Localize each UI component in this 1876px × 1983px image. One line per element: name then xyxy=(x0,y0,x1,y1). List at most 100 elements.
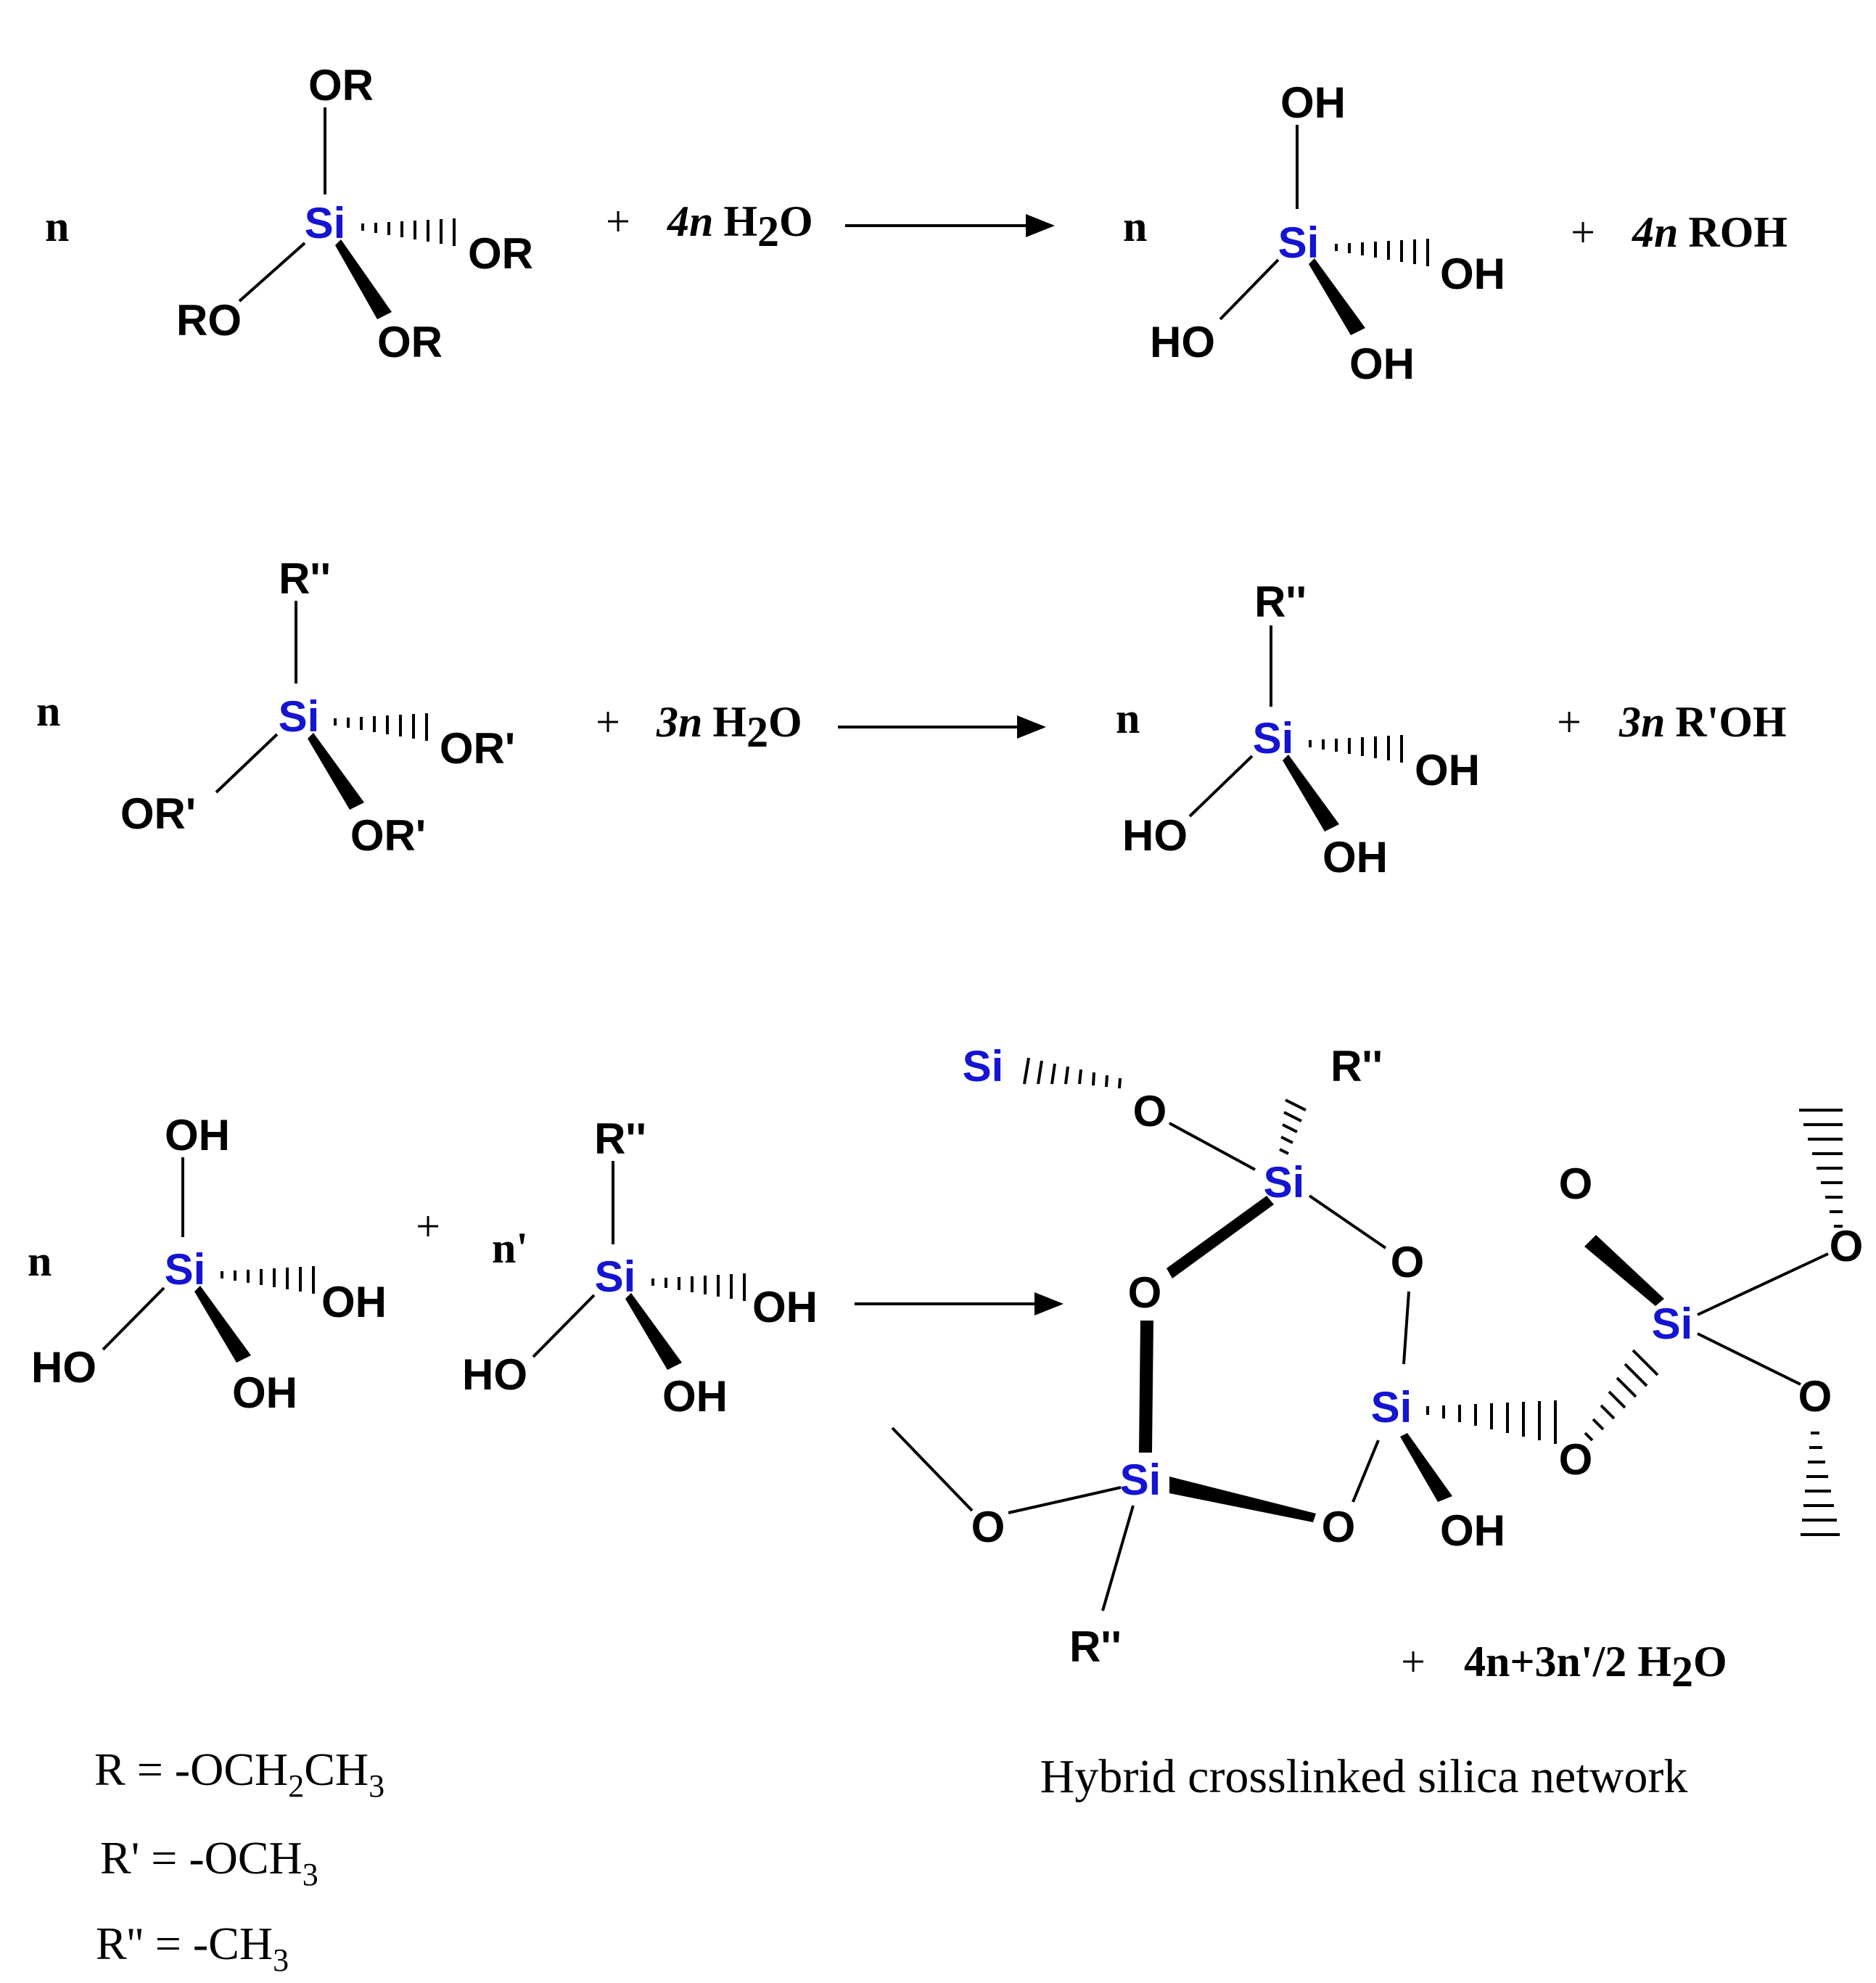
methyl-group: R'' xyxy=(1330,1042,1383,1091)
methylsilanetriol-reactant: Si R'' OH HO OH xyxy=(462,1114,818,1421)
plus-sign: + xyxy=(416,1202,440,1250)
silicon-atom: Si xyxy=(1253,714,1294,763)
oxygen-atom: O xyxy=(1559,1435,1593,1484)
plus-sign: + xyxy=(596,698,620,746)
mtms-molecule: Si R'' OR' OR' OR' xyxy=(120,554,515,860)
bond xyxy=(1352,1440,1380,1503)
hashed-bond xyxy=(1799,1109,1843,1228)
reactant-coefficient: n xyxy=(36,687,60,735)
bond xyxy=(1697,1332,1801,1386)
silicon-atom: Si xyxy=(595,1252,636,1301)
oxygen-atom: O xyxy=(1322,1503,1356,1551)
hashed-bond xyxy=(334,713,428,741)
hashed-bond xyxy=(361,218,456,246)
hydroxyl-group: HO xyxy=(1150,318,1215,366)
bond xyxy=(1402,1291,1410,1365)
product-coefficient: n xyxy=(1123,202,1147,250)
wedge-bond xyxy=(308,733,364,810)
methoxy-group: OR' xyxy=(350,811,426,860)
silicic-acid-reactant: Si OH OH HO OH xyxy=(31,1111,387,1417)
alkoxy-group: OR xyxy=(468,229,533,278)
wedge-bond xyxy=(194,1286,251,1363)
bond xyxy=(1169,1122,1256,1171)
oxygen-atom: O xyxy=(1391,1238,1425,1286)
plus-sign: + xyxy=(1557,698,1581,746)
wedge-bond xyxy=(625,1293,682,1370)
hydroxyl-group: OH xyxy=(1440,250,1505,298)
oxygen-atom: O xyxy=(1830,1222,1864,1270)
plus-sign: + xyxy=(1401,1638,1425,1686)
hashed-bond xyxy=(221,1266,315,1294)
methyl-group: R'' xyxy=(279,554,331,603)
methylsilanetriol-molecule: Si R'' OH HO OH xyxy=(1122,578,1480,882)
oxygen-atom: O xyxy=(1559,1159,1593,1208)
wedge-bond xyxy=(1283,755,1339,832)
wedge-bond xyxy=(1139,1321,1153,1453)
silicon-atom: Si xyxy=(279,692,320,741)
substituent-legend: R = -OCH2CH3 R' = -OCH3 R'' = -CH3 xyxy=(94,1744,384,1978)
bond xyxy=(238,242,306,303)
alkoxy-group: OR xyxy=(377,318,443,366)
bond xyxy=(1308,1194,1387,1249)
hashed-bond xyxy=(1584,1349,1659,1442)
silicon-atom: Si xyxy=(165,1245,206,1294)
silicon-atom: Si xyxy=(1120,1456,1161,1504)
hydroxyl-group: OH xyxy=(232,1368,297,1417)
hashed-bond xyxy=(1309,735,1403,763)
wedge-bond xyxy=(1309,258,1365,335)
hashed-bond xyxy=(1426,1400,1557,1444)
reactant-coefficient: n xyxy=(28,1237,52,1285)
hashed-bond xyxy=(1335,239,1429,266)
hydroxyl-group: OH xyxy=(662,1372,728,1421)
methoxy-group: OR' xyxy=(120,789,196,838)
silicon-atom: Si xyxy=(1371,1383,1412,1432)
alkoxy-group: RO xyxy=(176,296,242,345)
wedge-bond xyxy=(1167,1196,1274,1278)
methyl-group: R'' xyxy=(594,1114,646,1163)
oxygen-atom: O xyxy=(1133,1087,1167,1136)
silica-network-product: Si O Si R'' O O Si xyxy=(891,1042,1864,1671)
network-caption: Hybrid crosslinked silica network xyxy=(1040,1750,1688,1803)
hydroxyl-group: OH xyxy=(752,1283,818,1331)
wedge-bond xyxy=(335,239,392,319)
hashed-bond xyxy=(1023,1057,1122,1089)
legend-r-double-prime: R'' = -CH3 xyxy=(96,1918,289,1978)
wedge-bond xyxy=(1169,1477,1316,1522)
plus-sign: + xyxy=(606,197,630,245)
product-coefficient: n xyxy=(1116,694,1140,742)
legend-r-prime: R' = -OCH3 xyxy=(100,1832,318,1892)
oxygen-atom: O xyxy=(1128,1268,1162,1317)
bond xyxy=(1101,1505,1135,1612)
teos-molecule: Si OR OR RO OR xyxy=(176,61,533,366)
methyl-group: R'' xyxy=(1254,578,1307,626)
methyl-group: R'' xyxy=(1069,1622,1122,1671)
hashed-bond xyxy=(1279,1099,1307,1155)
wedge-bond xyxy=(1584,1235,1664,1306)
hydroxyl-group: OH xyxy=(1322,833,1388,882)
plus-sign: + xyxy=(1571,208,1595,256)
water-byproduct: 4n+3n'/2 H2O xyxy=(1464,1638,1727,1696)
hydroxyl-group: OH xyxy=(321,1278,387,1326)
bond xyxy=(1697,1252,1829,1316)
silicic-acid-molecule: Si OH OH HO OH xyxy=(1150,78,1505,388)
silicon-atom: Si xyxy=(1264,1158,1305,1207)
wedge-bond xyxy=(1400,1433,1452,1502)
reactant-coefficient: n xyxy=(45,202,69,250)
oxygen-atom: O xyxy=(971,1503,1005,1551)
hydroxyl-group: OH xyxy=(1280,78,1346,127)
methoxy-group: OR' xyxy=(440,724,515,773)
legend-r: R = -OCH2CH3 xyxy=(94,1744,384,1804)
hydroxyl-group: HO xyxy=(1122,811,1188,860)
bond xyxy=(1219,258,1280,321)
silicon-atom: Si xyxy=(1278,218,1320,267)
bond xyxy=(532,1294,596,1358)
hashed-bond xyxy=(651,1273,746,1301)
bond xyxy=(891,1426,974,1512)
